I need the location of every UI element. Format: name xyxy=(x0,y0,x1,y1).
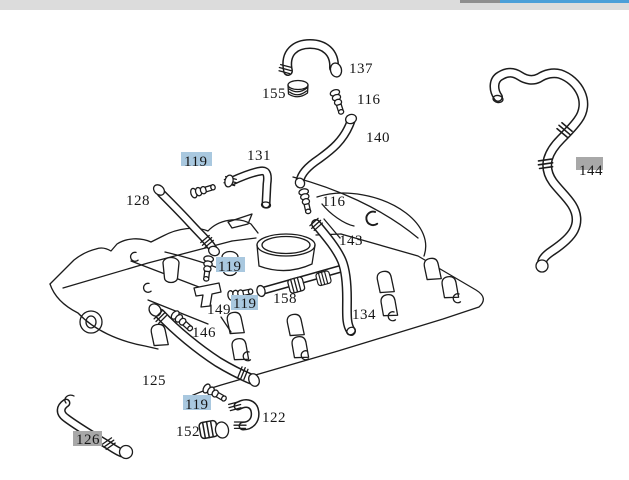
hose-158-run xyxy=(256,265,344,298)
part-label-119-3[interactable]: 119 xyxy=(233,296,257,312)
part-label-155[interactable]: 155 xyxy=(262,86,286,102)
part-label-highlight-126 xyxy=(73,431,102,446)
cap-155 xyxy=(287,79,309,98)
fitting-119-2 xyxy=(200,254,215,283)
part-label-116-top[interactable]: 116 xyxy=(357,92,381,108)
part-label-122[interactable]: 122 xyxy=(262,410,286,426)
part-label-149[interactable]: 149 xyxy=(207,302,231,318)
hose-137 xyxy=(277,39,343,78)
part-label-158[interactable]: 158 xyxy=(273,291,297,307)
part-label-128[interactable]: 128 xyxy=(126,193,150,209)
part-label-131[interactable]: 131 xyxy=(247,148,271,164)
part-label-119-4[interactable]: 119 xyxy=(185,397,209,413)
part-label-137[interactable]: 137 xyxy=(349,61,373,77)
hose-144 xyxy=(489,67,589,273)
indicator-gray-segment xyxy=(460,0,500,3)
leader-lines xyxy=(220,218,341,333)
part-label-119-2[interactable]: 119 xyxy=(218,259,242,275)
fitting-116-mid xyxy=(297,187,314,216)
hose-122 xyxy=(227,399,260,431)
part-label-126[interactable]: 126 xyxy=(76,432,100,448)
tpiece-149 xyxy=(193,282,222,308)
hose-125 xyxy=(148,303,260,387)
fitting-119-1 xyxy=(188,181,218,200)
hose-140 xyxy=(294,113,358,189)
hose-126 xyxy=(56,394,134,460)
hose-143-134 xyxy=(308,217,356,336)
part-label-146[interactable]: 146 xyxy=(192,325,216,341)
window-indicator-bar xyxy=(0,0,629,10)
part-label-116-mid[interactable]: 116 xyxy=(322,194,346,210)
part-label-125[interactable]: 125 xyxy=(142,373,166,389)
hose-131 xyxy=(222,166,272,209)
part-label-143[interactable]: 143 xyxy=(339,233,363,249)
part-label-144[interactable]: 144 xyxy=(579,163,603,179)
part-label-152[interactable]: 152 xyxy=(176,424,200,440)
part-label-highlight-119-4 xyxy=(183,395,211,410)
part-label-highlight-119-3 xyxy=(231,295,258,310)
fitting-116-top xyxy=(328,87,348,117)
part-label-134[interactable]: 134 xyxy=(352,307,376,323)
indicator-blue-segment xyxy=(500,0,629,3)
part-label-140[interactable]: 140 xyxy=(366,130,390,146)
part-label-119-1[interactable]: 119 xyxy=(184,154,208,170)
hose-128 xyxy=(152,184,220,257)
part-label-highlight-119-1 xyxy=(181,152,212,166)
part-label-highlight-144 xyxy=(576,157,603,170)
clamp-152 xyxy=(197,419,230,440)
part-label-highlight-119-2 xyxy=(216,257,245,272)
